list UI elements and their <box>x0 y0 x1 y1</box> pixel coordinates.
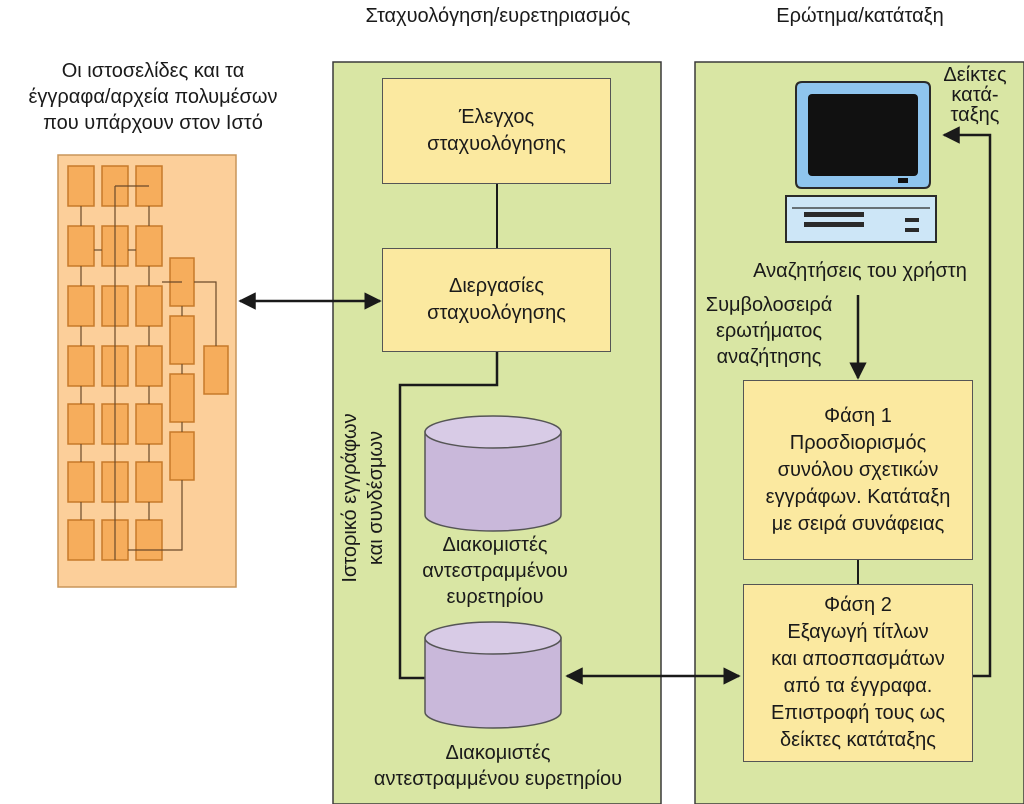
rank-pointers-arrow <box>942 126 992 678</box>
web-title: Οι ιστοσελίδες και τα έγγραφα/αρχεία πολ… <box>28 60 278 134</box>
database-cylinder-icon <box>424 621 562 729</box>
query-string-label: Συμβολοσειρά ερωτήματος αναζήτησης <box>705 294 833 368</box>
phase1-box: Φάση 1 Προσδιορισμός συνόλου σχετικών εγ… <box>743 380 973 560</box>
history-loop-line <box>398 352 499 680</box>
crawl-control-box: Έλεγχος σταχυολόγησης <box>382 78 611 184</box>
web-link-lines <box>80 185 217 560</box>
indexing-title: Σταχυολόγηση/ευρετηριασμός <box>365 5 631 27</box>
database-cylinder-icon <box>424 415 562 532</box>
index-servers-label-1: Διακομιστές αντεστραμμένου ευρετηρίου <box>422 534 568 608</box>
rank-pointers-label: Δείκτες κατά- ταξης <box>943 64 1007 126</box>
index-servers-label-2: Διακομιστές αντεστραμμένου ευρετηρίου <box>373 742 623 790</box>
user-searches-label: Αναζητήσεις του χρήστη <box>753 260 967 282</box>
query-title: Ερώτημα/κατάταξη <box>776 5 944 27</box>
history-label: Ιστορικό εγγράφων και συνδέσμων <box>339 413 387 583</box>
computer-icon <box>785 81 937 243</box>
phase2-box: Φάση 2 Εξαγωγή τίτλων και αποσπασμάτων α… <box>743 584 973 762</box>
crawl-processes-box: Διεργασίες σταχυολόγησης <box>382 248 611 352</box>
